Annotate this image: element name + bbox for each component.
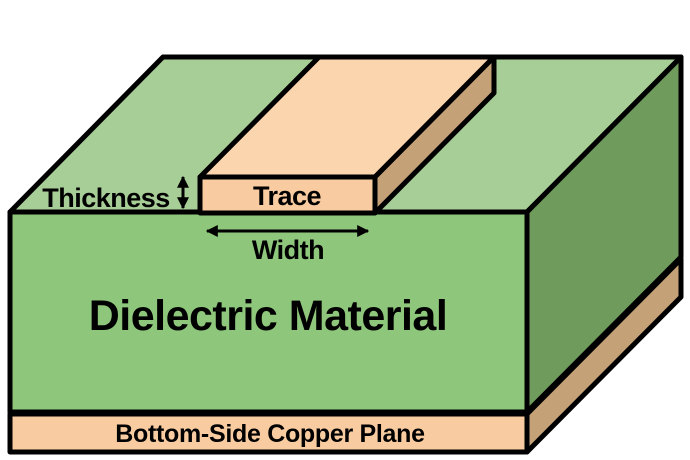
width-label: Width: [252, 235, 324, 265]
bottom-plane-front-face: [7, 411, 530, 455]
thickness-label: Thickness: [42, 183, 170, 213]
trace-front-face: [197, 174, 378, 216]
trace-label: Trace: [253, 181, 322, 211]
bottom-plane-label: Bottom-Side Copper Plane: [115, 420, 425, 448]
dielectric-material-label: Dielectric Material: [89, 292, 448, 340]
